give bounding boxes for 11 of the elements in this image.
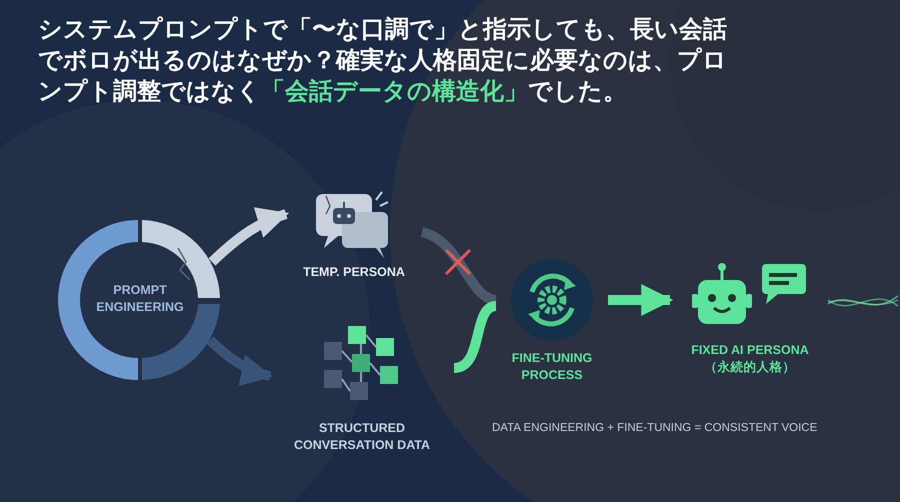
heading: システムプロンプトで「〜な口調で」と指示しても、長い会話でボロが出るのはなぜか？確実な人格固定に必要なのは、プロンプト調整ではなく「会話データの構造化」でした。: [38, 15, 728, 107]
node-label: FIXED AI PERSONA （永続的人格）: [690, 342, 810, 376]
arrow: [206, 336, 274, 386]
node-label: TEMP. PERSONA: [302, 264, 406, 281]
connector-line: [453, 301, 498, 373]
arrow: [608, 284, 674, 316]
formula-note: DATA ENGINEERING + FINE-TUNING = CONSISTENT VOICE: [492, 422, 818, 434]
node-label: FINE-TUNING PROCESS: [510, 350, 594, 384]
arrow: [208, 208, 290, 266]
node-label: STRUCTURED CONVERSATION DATA: [292, 420, 432, 454]
connector-line: [420, 227, 497, 305]
